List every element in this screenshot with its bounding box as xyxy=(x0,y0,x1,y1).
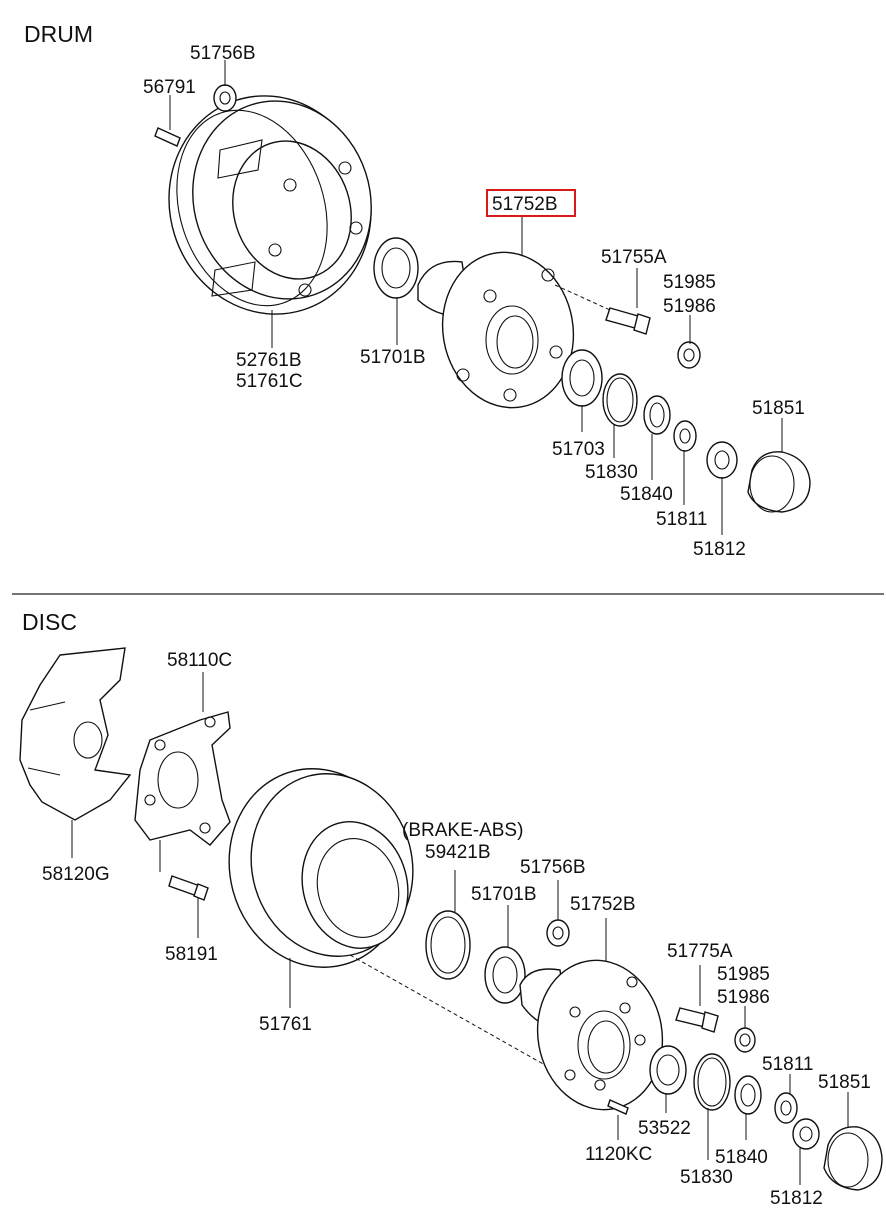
label-brake-abs: (BRAKE-ABS) xyxy=(402,820,523,841)
label-51703: 51703 xyxy=(552,439,605,460)
stud-51775a xyxy=(675,1007,719,1033)
bolt-58191 xyxy=(168,875,209,901)
label-51851-disc: 51851 xyxy=(818,1072,871,1093)
bearing-51701b xyxy=(373,237,419,299)
cap-51851 xyxy=(747,451,811,513)
cap-51851-disc xyxy=(823,1126,883,1191)
castle-nut-51812-disc xyxy=(792,1118,820,1150)
bolt-56791 xyxy=(154,127,181,147)
label-51755a: 51755A xyxy=(601,247,667,268)
disc-rotor-51761 xyxy=(228,768,414,968)
nut-51985 xyxy=(677,341,701,369)
label-51985-disc: 51985 xyxy=(717,964,770,985)
tone-wheel-59421b xyxy=(425,910,471,980)
label-51986-disc: 51986 xyxy=(717,987,770,1008)
label-59421b: 59421B xyxy=(425,842,491,863)
bearing-53522 xyxy=(649,1045,687,1095)
highlight-box-51752b xyxy=(486,189,576,217)
nut-51756b xyxy=(213,84,237,112)
label-51701b: 51701B xyxy=(360,347,426,368)
washer-51811 xyxy=(673,420,697,452)
label-51830-disc: 51830 xyxy=(680,1167,733,1188)
washer-51811-disc xyxy=(774,1092,798,1124)
seal-51840-disc xyxy=(734,1075,762,1115)
nut-51985-disc xyxy=(734,1027,756,1053)
label-58120g: 58120G xyxy=(42,864,110,885)
label-51840: 51840 xyxy=(620,484,673,505)
label-51830: 51830 xyxy=(585,462,638,483)
label-51851: 51851 xyxy=(752,398,805,419)
section-title-drum: DRUM xyxy=(24,21,93,47)
label-58191: 58191 xyxy=(165,944,218,965)
label-53522: 53522 xyxy=(638,1118,691,1139)
label-58110c: 58110C xyxy=(167,650,232,671)
label-51840-disc: 51840 xyxy=(715,1147,768,1168)
castle-nut-51812 xyxy=(706,441,738,479)
brake-drum xyxy=(168,95,372,315)
label-51812: 51812 xyxy=(693,539,746,560)
label-51756b-disc: 51756B xyxy=(520,857,586,878)
section-title-disc: DISC xyxy=(22,609,77,635)
seal-51840 xyxy=(643,395,671,435)
label-1120kc: 1120KC xyxy=(585,1144,652,1165)
label-51761c: 51761C xyxy=(236,371,303,392)
hub-51752b-disc xyxy=(519,959,664,1111)
bolt-1120kc xyxy=(607,1099,629,1115)
nut-51756b-disc xyxy=(546,919,570,947)
label-51811-disc: 51811 xyxy=(762,1054,813,1075)
label-51811: 51811 xyxy=(656,509,707,530)
dust-shield-58120g xyxy=(19,647,132,821)
label-51761: 51761 xyxy=(259,1014,312,1035)
bearing-51703 xyxy=(561,349,603,407)
label-51701b-disc: 51701B xyxy=(471,884,537,905)
label-51756b: 51756B xyxy=(190,43,256,64)
label-51752b-disc: 51752B xyxy=(570,894,636,915)
stud-51755a xyxy=(605,307,651,335)
ring-51830-disc xyxy=(693,1053,731,1111)
label-51752b: 51752B xyxy=(492,194,558,215)
label-51986: 51986 xyxy=(663,296,716,317)
label-51812-disc: 51812 xyxy=(770,1188,823,1209)
bearing-51701b-disc xyxy=(484,946,526,1004)
hub-51752b xyxy=(417,251,575,409)
label-51985: 51985 xyxy=(663,272,716,293)
label-52761b: 52761B xyxy=(236,350,302,371)
label-56791: 56791 xyxy=(143,77,196,98)
label-51775a: 51775A xyxy=(667,941,733,962)
caliper-bracket-58110c xyxy=(134,711,231,846)
ring-51830 xyxy=(602,373,638,427)
